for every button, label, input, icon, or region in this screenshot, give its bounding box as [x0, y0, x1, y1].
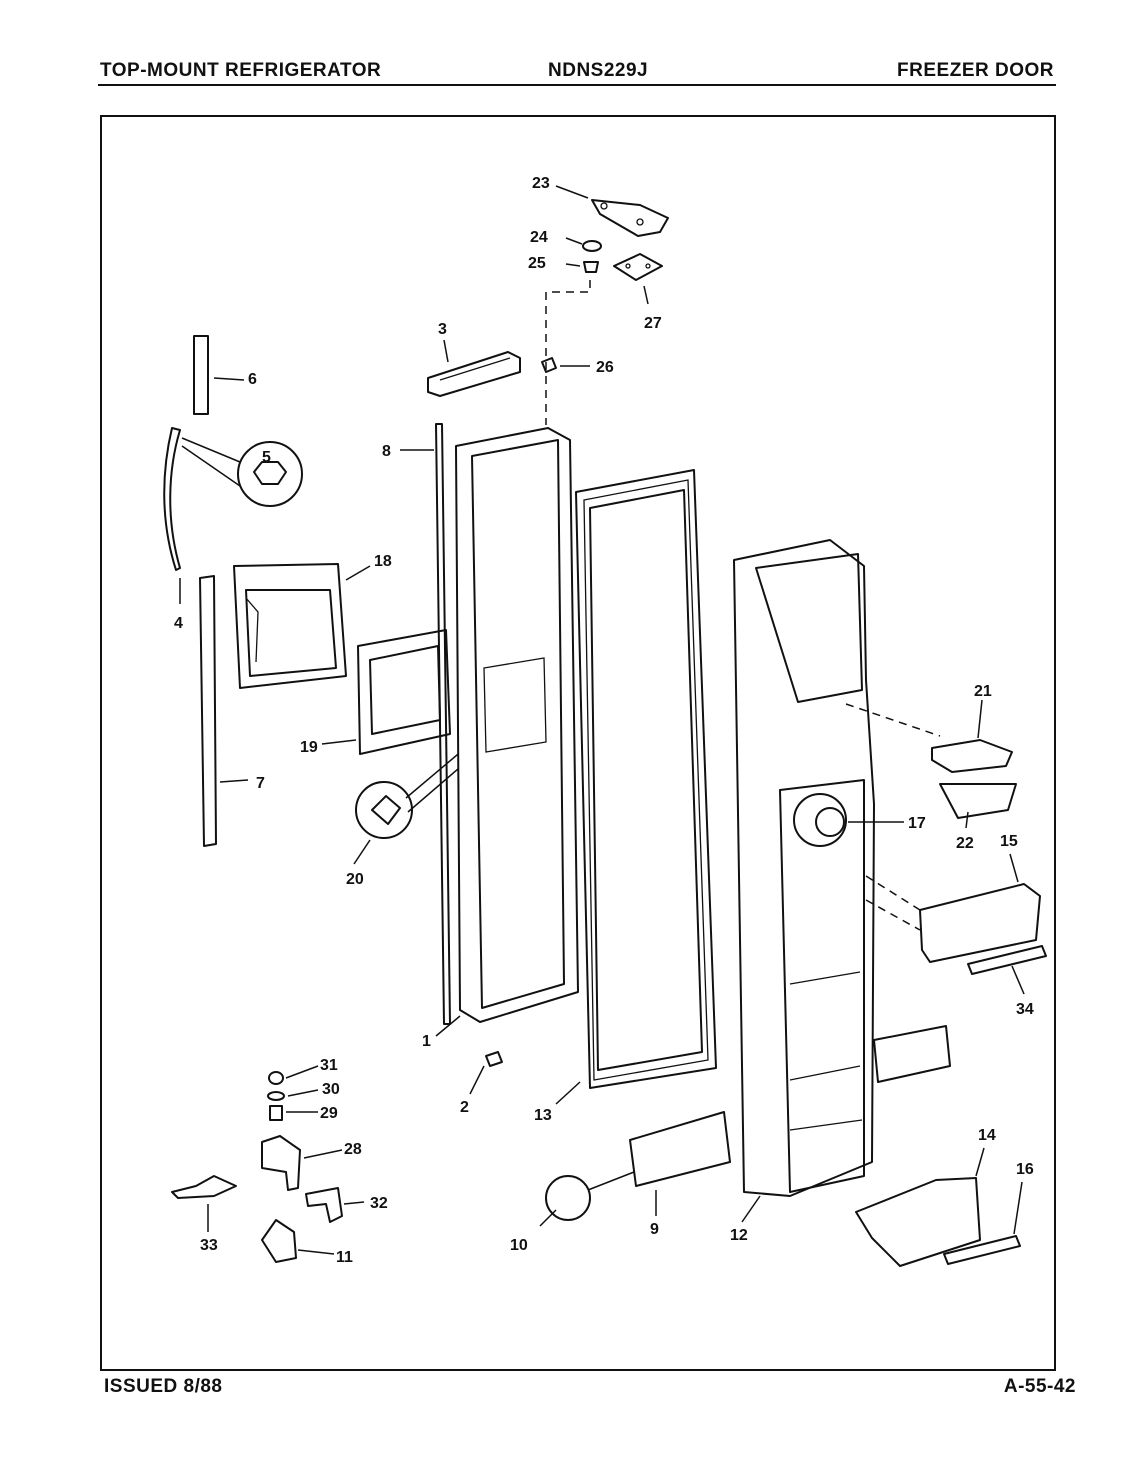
- part-25-screw: [583, 261, 599, 273]
- leader-lines: [179, 185, 1025, 1255]
- callout-21: 21: [974, 683, 992, 700]
- part-3-handle: [427, 351, 521, 397]
- part-8-rod: [435, 423, 451, 1025]
- callout-29: 29: [320, 1105, 338, 1122]
- callout-23: 23: [532, 175, 550, 192]
- part-11-hinge-cover: [261, 1219, 297, 1263]
- callout-25: 25: [528, 255, 546, 272]
- callout-22: 22: [956, 835, 974, 852]
- part-21-dispenser-lid: [931, 739, 1013, 773]
- callout-labels: 23 24 25 27 26 3 6 5 8 18 4 19 7 20 1 2 …: [174, 175, 1034, 1266]
- callout-1: 1: [422, 1033, 431, 1050]
- callout-30: 30: [322, 1081, 340, 1098]
- callout-24: 24: [530, 229, 548, 246]
- callout-16: 16: [1016, 1161, 1034, 1178]
- callout-3: 3: [438, 321, 447, 338]
- diagram-frame: [100, 115, 1056, 1371]
- part-5-nut-detail: [237, 441, 303, 507]
- callout-20: 20: [346, 871, 364, 888]
- callout-13: 13: [534, 1107, 552, 1124]
- callout-5: 5: [262, 449, 271, 466]
- callout-18: 18: [374, 553, 392, 570]
- part-22-actuator: [939, 783, 1017, 819]
- callout-31: 31: [320, 1057, 338, 1074]
- part-9-shelf-rail: [629, 1111, 731, 1187]
- part-33-hinge-plate: [171, 1175, 237, 1199]
- part-2-nut: [485, 1051, 503, 1067]
- header-rule: [98, 84, 1056, 86]
- part-28-bottom-hinge: [261, 1135, 301, 1191]
- part-13-door-gasket: [575, 469, 717, 1089]
- part-34-bin-trim: [967, 945, 1047, 975]
- header-title: TOP-MOUNT REFRIGERATOR: [100, 60, 382, 81]
- part-10-clip-detail: [545, 1175, 591, 1221]
- part-26-nut: [541, 357, 557, 373]
- model-number: NDNS229J: [548, 60, 649, 81]
- part-27-shim-plate: [613, 253, 663, 281]
- callout-17: 17: [908, 815, 926, 832]
- callout-8: 8: [382, 443, 391, 460]
- part-7-door-strip: [199, 575, 217, 847]
- callout-12: 12: [730, 1227, 748, 1244]
- part-23-top-hinge: [591, 199, 669, 237]
- part-29-bushing: [269, 1105, 283, 1121]
- callout-26: 26: [596, 359, 614, 376]
- callout-9: 9: [650, 1221, 659, 1238]
- part-31-nut: [268, 1071, 284, 1085]
- callout-19: 19: [300, 739, 318, 756]
- callout-6: 6: [248, 371, 257, 388]
- part-6-trim-strip: [193, 335, 209, 415]
- page-code: A-55-42: [1003, 1376, 1076, 1397]
- callout-14: 14: [978, 1127, 996, 1144]
- section-title: FREEZER DOOR: [897, 60, 1054, 81]
- part-20-clip-detail: [355, 781, 413, 839]
- part-4-cable: [163, 427, 181, 571]
- callout-4: 4: [174, 615, 183, 632]
- callout-34: 34: [1016, 1001, 1034, 1018]
- part-32-bracket: [305, 1187, 343, 1223]
- part-16-bin-trim: [943, 1235, 1021, 1265]
- callout-2: 2: [460, 1099, 469, 1116]
- callout-27: 27: [644, 315, 662, 332]
- callout-28: 28: [344, 1141, 362, 1158]
- part-1-outer-door-panel: [455, 427, 579, 1023]
- callout-7: 7: [256, 775, 265, 792]
- issue-date: ISSUED 8/88: [104, 1376, 223, 1397]
- part-19-panel: [357, 629, 451, 755]
- callout-32: 32: [370, 1195, 388, 1212]
- callout-10: 10: [510, 1237, 528, 1254]
- part-30-washer: [267, 1091, 285, 1101]
- callout-11: 11: [336, 1249, 353, 1266]
- part-12-inner-door-liner: [733, 539, 875, 1197]
- part-14-lower-bin: [855, 1177, 981, 1267]
- part-24-washer: [582, 240, 602, 252]
- part-18-dispenser-frame: [233, 563, 347, 689]
- part-15-door-bin: [919, 883, 1041, 963]
- callout-33: 33: [200, 1237, 218, 1254]
- callout-15: 15: [1000, 833, 1018, 850]
